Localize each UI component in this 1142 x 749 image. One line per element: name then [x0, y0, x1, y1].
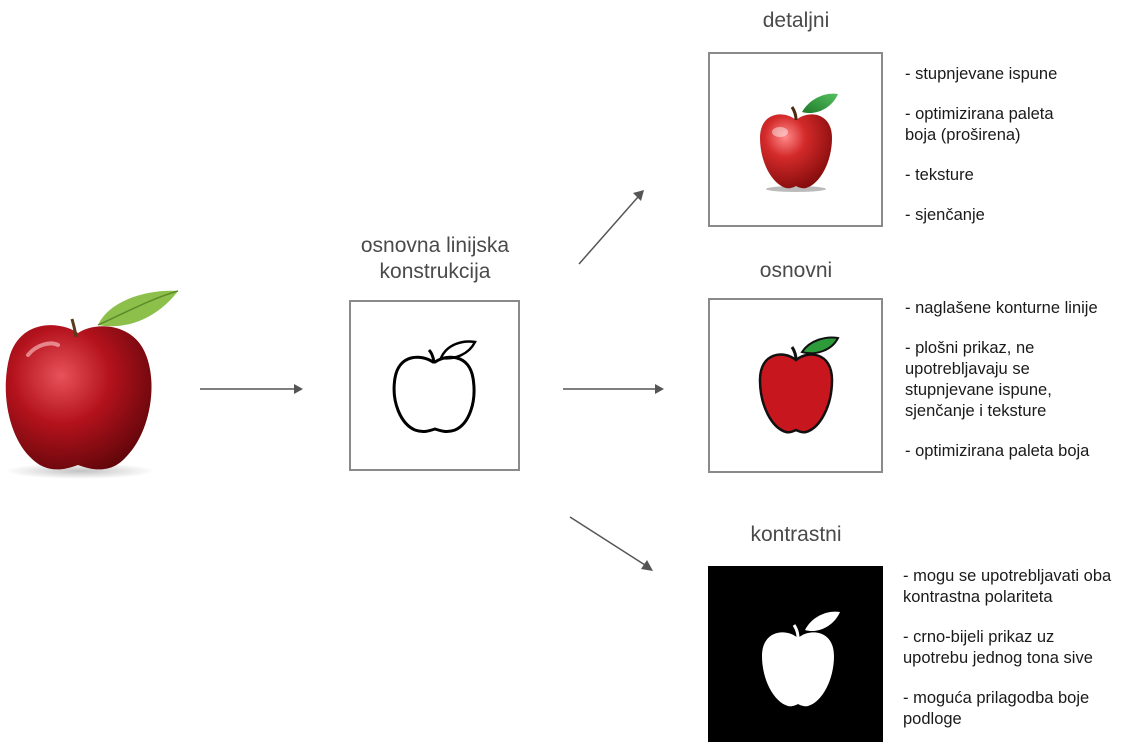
apple-detailed-icon	[760, 93, 838, 192]
arrow-to-contrast	[567, 513, 657, 575]
basic-frame	[708, 298, 883, 473]
basic-notes: - naglašene konturne linije - plošni pri…	[905, 298, 1140, 481]
basic-note: - naglašene konturne linije	[905, 299, 1098, 317]
detailed-note: - sjenčanje	[905, 206, 985, 224]
apple-photo	[0, 285, 185, 480]
detailed-frame	[708, 52, 883, 227]
apple-outline-icon	[392, 340, 477, 434]
detailed-note: - optimizirana paleta boja (proširena)	[905, 105, 1054, 144]
construction-label: osnovna linijska konstrukcija	[360, 234, 510, 283]
contrast-notes: - mogu se upotrebljavati oba kontrastna …	[903, 566, 1142, 749]
construction-frame	[349, 300, 520, 471]
arrow-to-basic	[563, 382, 668, 396]
basic-note: - plošni prikaz, ne upotrebljavaju se st…	[905, 339, 1052, 420]
basic-note: - optimizirana paleta boja	[905, 442, 1090, 460]
contrast-note: - crno-bijeli prikaz uz upotrebu jednog …	[903, 628, 1093, 667]
apple-flat-icon	[758, 336, 840, 434]
arrow-to-construction	[200, 382, 305, 396]
variant-label-basic: osnovni	[759, 259, 833, 282]
contrast-note: - mogu se upotrebljavati oba kontrastna …	[903, 567, 1112, 606]
detailed-note: - teksture	[905, 166, 974, 184]
contrast-note: - moguća prilagodba boje podloge	[903, 689, 1090, 728]
arrow-to-detailed	[576, 188, 648, 268]
detailed-notes: - stupnjevane ispune - optimizirana pale…	[905, 64, 1135, 245]
apple-contrast-icon	[762, 611, 840, 707]
variant-label-contrast: kontrastni	[750, 523, 842, 546]
contrast-frame	[708, 566, 883, 742]
variant-label-detailed: detaljni	[762, 9, 830, 32]
detailed-note: - stupnjevane ispune	[905, 65, 1058, 83]
